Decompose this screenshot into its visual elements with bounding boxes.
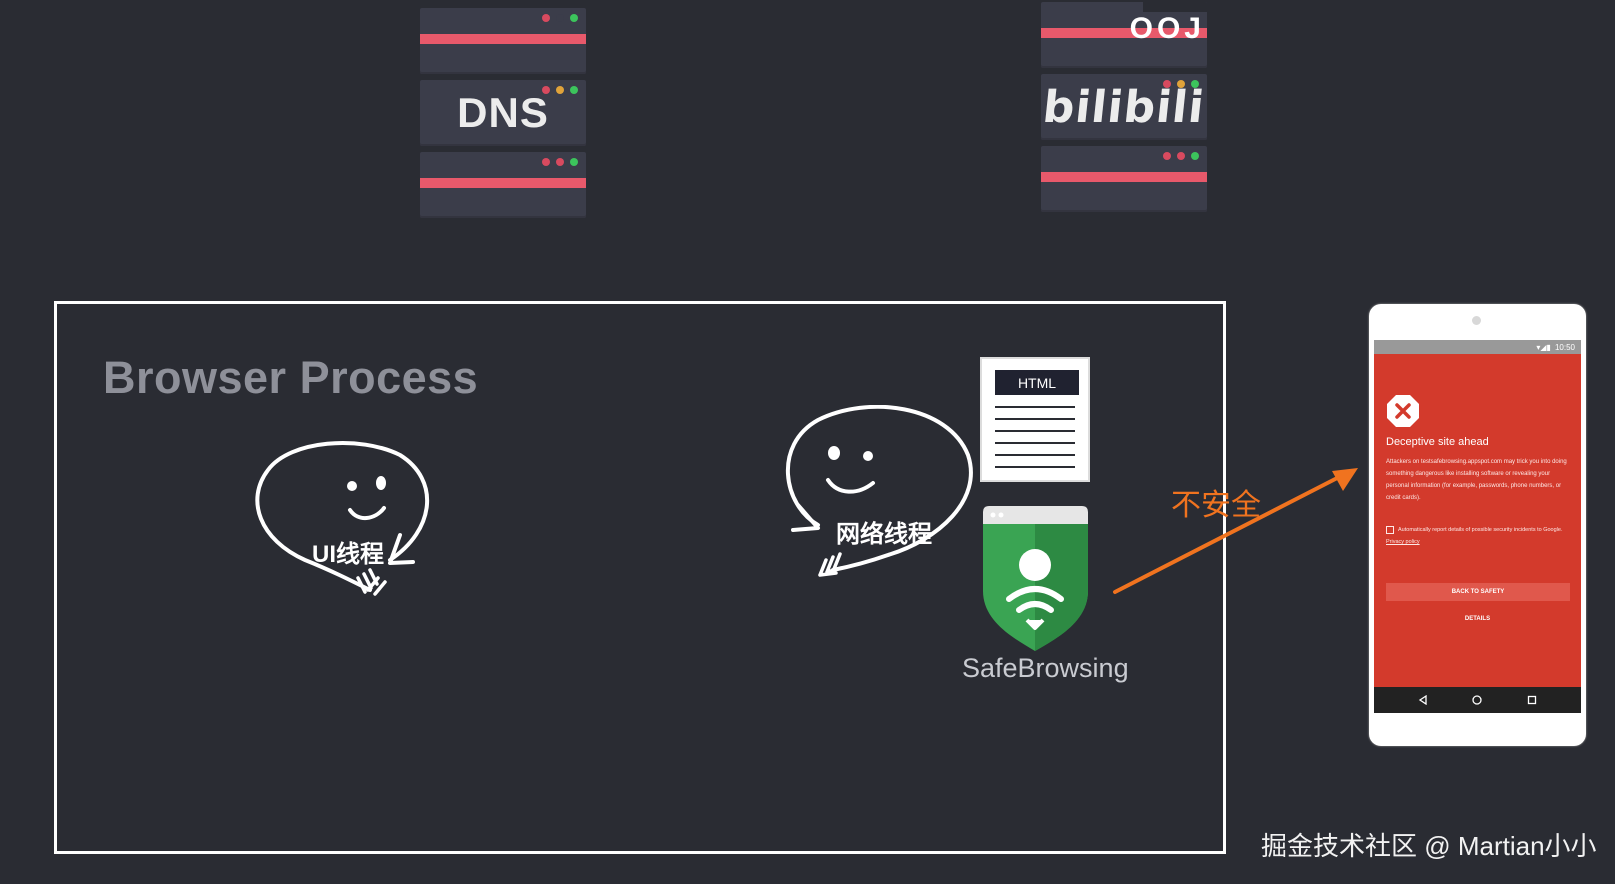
ui-thread-label: UI线程 [312, 534, 384, 569]
network-thread-doodle [778, 405, 978, 605]
dns-label: DNS [420, 80, 586, 146]
server-unit: OOJ [1041, 2, 1207, 68]
server-unit [1041, 146, 1207, 212]
partial-logo: OOJ [1130, 12, 1205, 46]
warning-body: Attackers on testsafebrowsing.appspot.co… [1386, 456, 1570, 504]
process-title: Browser Process [103, 352, 478, 404]
report-checkbox-row[interactable]: Automatically report details of possible… [1386, 524, 1570, 548]
status-bar: ▾◢▮ 10:50 [1374, 340, 1581, 354]
warning-title: Deceptive site ahead [1386, 436, 1489, 448]
privacy-policy-link[interactable]: Privacy policy [1386, 539, 1420, 545]
warning-x-icon [1386, 394, 1420, 428]
server-unit [420, 152, 586, 218]
html-tag: HTML [995, 370, 1079, 395]
safe-browsing-label: SafeBrowsing [962, 653, 1129, 684]
report-checkbox-label: Automatically report details of possible… [1398, 527, 1562, 533]
phone-screen: ▾◢▮ 10:50 Deceptive site ahead Attackers… [1374, 340, 1581, 713]
status-time: 10:50 [1555, 343, 1575, 352]
phone-mockup: ▾◢▮ 10:50 Deceptive site ahead Attackers… [1369, 304, 1586, 746]
bilibili-logo: bilibili [1041, 82, 1208, 133]
server-unit [420, 8, 586, 74]
details-button[interactable]: DETAILS [1374, 616, 1581, 622]
back-to-safety-button[interactable]: BACK TO SAFETY [1386, 583, 1570, 601]
bilibili-server: bilibili [1041, 74, 1207, 140]
server-lights [542, 158, 578, 166]
html-document-icon: HTML [980, 357, 1090, 482]
nav-recents-icon[interactable] [1527, 695, 1537, 705]
report-checkbox[interactable] [1386, 526, 1394, 534]
ui-thread-doodle [250, 440, 440, 620]
network-thread-label: 网络线程 [836, 514, 932, 549]
phone-camera [1472, 316, 1481, 325]
server-stripe [420, 34, 586, 44]
server-stripe [1041, 172, 1207, 182]
unsafe-label: 不安全 [1171, 480, 1261, 524]
server-stripe [420, 178, 586, 188]
phone-nav-bar [1374, 687, 1581, 713]
server-lights [1163, 152, 1199, 160]
safe-browsing-shield-icon [983, 506, 1088, 651]
bilibili-server-stack: OOJ bilibili [1041, 2, 1207, 212]
dns-server-stack: DNS [420, 8, 586, 218]
dns-server: DNS [420, 80, 586, 146]
nav-back-icon[interactable] [1418, 695, 1428, 705]
server-lights [542, 14, 578, 22]
status-icons: ▾◢▮ [1536, 343, 1551, 352]
watermark: 掘金技术社区 @ Martian小小 [1261, 826, 1597, 863]
nav-home-icon[interactable] [1472, 695, 1482, 705]
